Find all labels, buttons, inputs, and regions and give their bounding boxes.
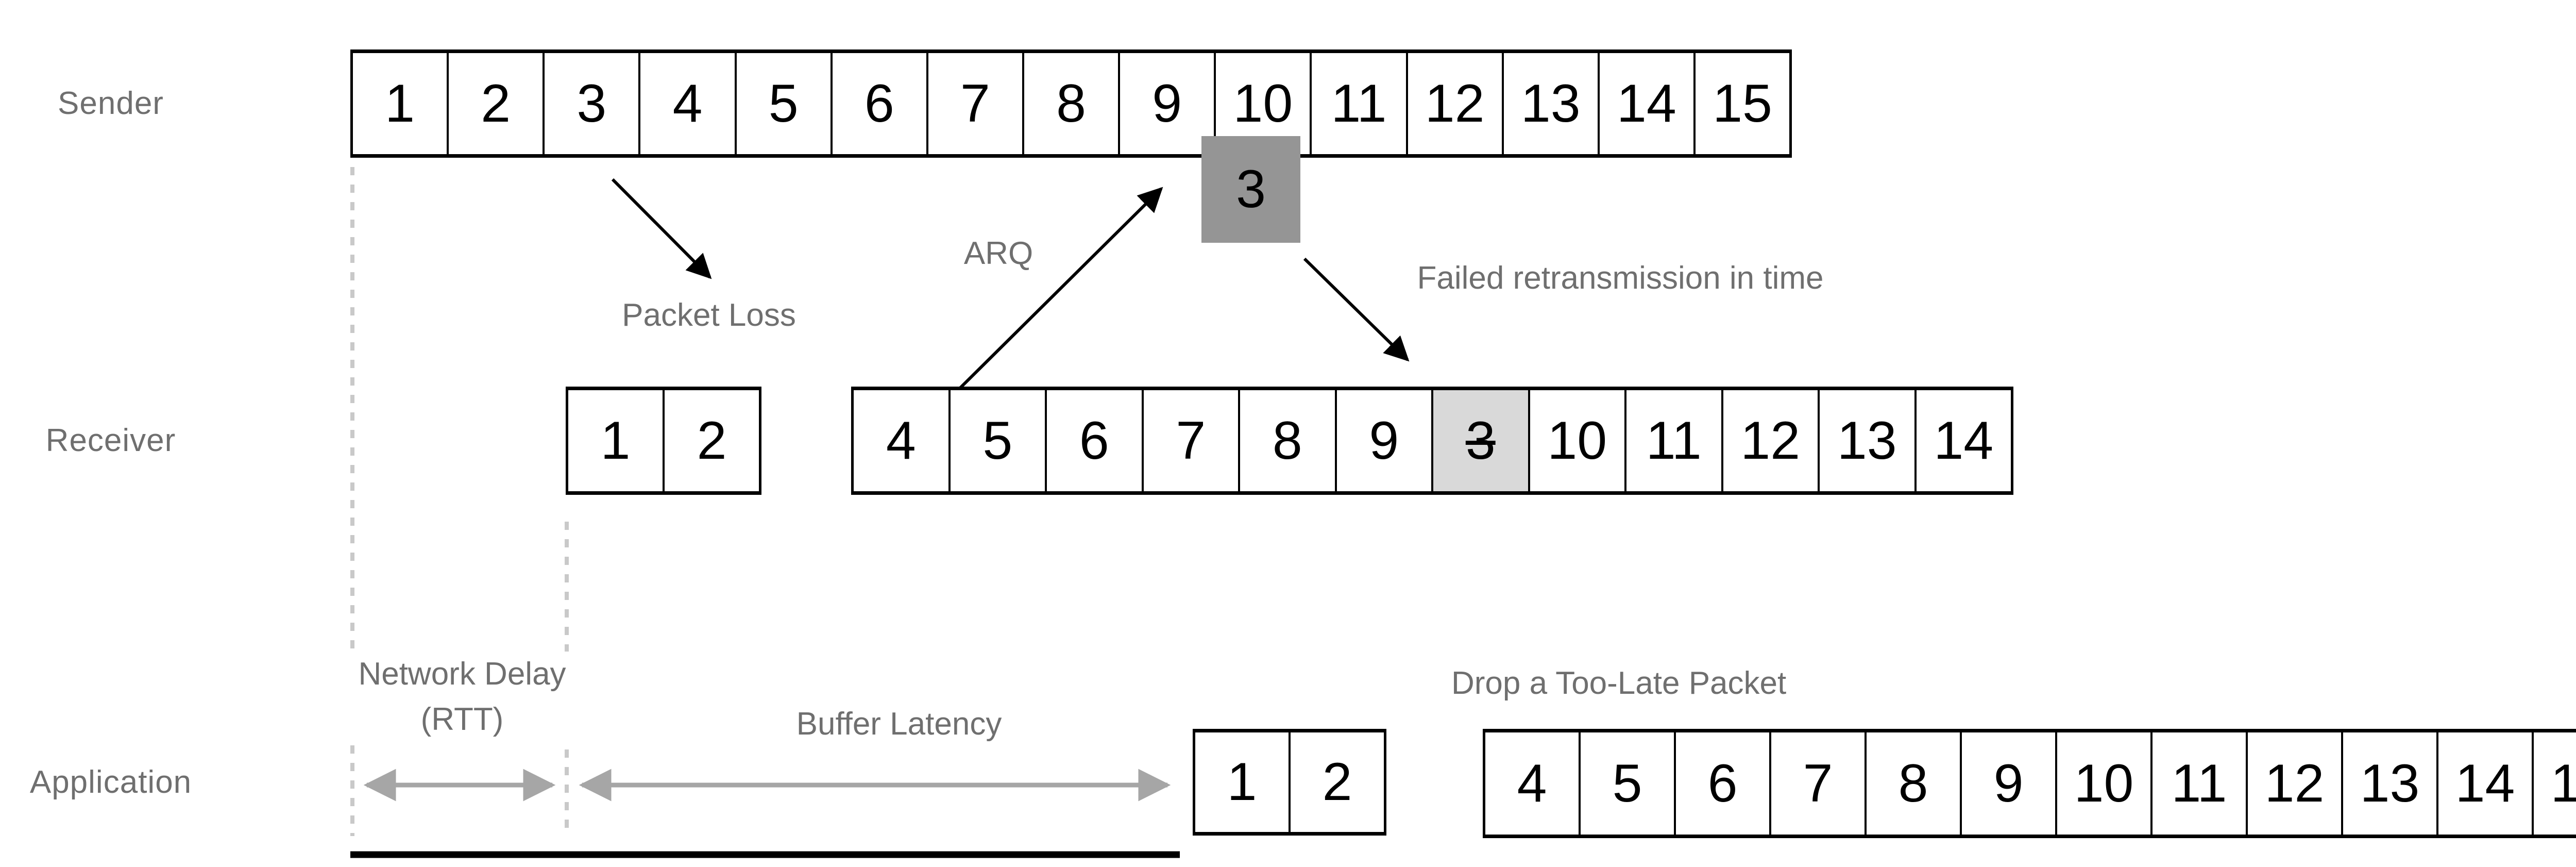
packet-cell: 13	[1501, 53, 1598, 154]
packet-cell: 2	[1289, 732, 1384, 832]
failed-retransmission-label: Failed retransmission in time	[1417, 260, 1824, 296]
packet-cell: 15	[1693, 53, 1789, 154]
packet-cell: 7	[1141, 390, 1239, 491]
network-delay-label: Network Delay (RTT)	[331, 652, 594, 742]
arq-label: ARQ	[963, 236, 1033, 271]
packet-cell: 12	[1405, 53, 1502, 154]
application-row-label: Application	[29, 764, 192, 800]
packet-cell: 8	[1238, 390, 1335, 491]
packet-cell: 5	[734, 53, 831, 154]
packet-cell: 9	[1960, 732, 2055, 835]
packet-cell: 9	[1118, 53, 1214, 154]
packet-cell: 12	[1721, 390, 1818, 491]
packet-cell: 13	[1818, 390, 1914, 491]
packet-cell: 6	[1045, 390, 1142, 491]
packet-cell: 14	[1597, 53, 1693, 154]
packet-cell: 6	[830, 53, 926, 154]
packet-cell: 8	[1865, 732, 1960, 835]
packet-cell: 8	[1022, 53, 1118, 154]
packet-cell: 12	[2246, 732, 2341, 835]
packet-cell: 9	[1334, 390, 1432, 491]
packet-cell: 11	[1624, 390, 1721, 491]
packet-cell: 1	[385, 73, 415, 134]
packet-cell: 3	[543, 53, 638, 154]
packet-cell: 14	[1914, 390, 2011, 491]
packet-cell: 7	[1769, 732, 1865, 835]
receiver-row-label: Receiver	[45, 422, 176, 458]
packet-cell-dropped: 3	[1431, 390, 1528, 491]
packet-cell: 4	[638, 53, 734, 154]
packet-cell: 1	[600, 410, 631, 471]
packet-cell: 1	[1227, 752, 1257, 812]
packet-loss-label: Packet Loss	[622, 297, 796, 333]
packet-cell: 13	[2341, 732, 2436, 835]
packet-cell: 2	[447, 53, 543, 154]
packet-cell: 5	[948, 390, 1045, 491]
packet-cell: 15	[2532, 732, 2576, 835]
packet-cell: 10	[1214, 53, 1310, 154]
packet-cell: 10	[1528, 390, 1625, 491]
packet-loss-arrow	[611, 178, 712, 279]
arq-retransmit-arrow	[947, 187, 1163, 401]
packet-cell: 11	[1310, 53, 1405, 154]
buffer-latency-label: Buffer Latency	[796, 706, 1002, 742]
packet-cell: 4	[886, 410, 916, 471]
retransmitted-packet-box: 3	[1201, 136, 1300, 243]
sender-row-label: Sender	[58, 85, 164, 121]
packet-cell: 6	[1674, 732, 1769, 835]
network-delay-line1: Network Delay	[358, 656, 566, 692]
packet-cell: 5	[1579, 732, 1674, 835]
packet-cell: 2	[663, 390, 759, 491]
packet-cell: 14	[2436, 732, 2532, 835]
packet-cell: 10	[2055, 732, 2150, 835]
network-delay-line2: (RTT)	[420, 702, 504, 737]
packet-cell: 11	[2150, 732, 2246, 835]
failed-retransmission-arrow	[1303, 257, 1410, 362]
drop-too-late-packet-label: Drop a Too-Late Packet	[1451, 665, 1787, 701]
packet-cell: 7	[926, 53, 1022, 154]
packet-cell: 4	[1517, 753, 1547, 813]
